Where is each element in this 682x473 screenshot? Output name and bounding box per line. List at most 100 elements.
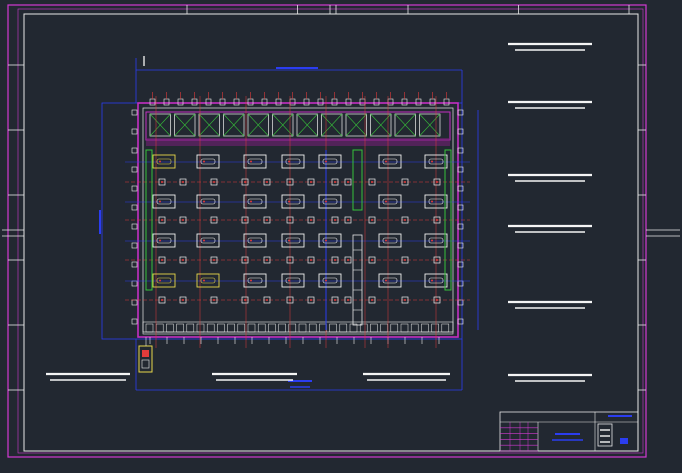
- top-wall-markers: [131, 92, 464, 325]
- roof-unit-cross: [394, 113, 416, 137]
- bottom-wall-cell: [298, 323, 307, 333]
- small-fixture-dot: [371, 219, 373, 221]
- fixture-outline: [243, 233, 267, 248]
- small-fixture: [344, 296, 352, 304]
- right-wall-marker: [457, 223, 464, 230]
- right-wall-marker: [457, 128, 464, 135]
- fixture-basin: [322, 277, 338, 284]
- fixture-unit: [318, 194, 342, 209]
- fixtures: [152, 154, 448, 288]
- secondary-frame-line: [17, 8, 644, 454]
- fixture-drain: [431, 200, 433, 203]
- bottom-wall-cell: [349, 323, 358, 333]
- fixture-unit: [152, 194, 176, 209]
- right-wall-marker: [457, 204, 464, 211]
- right-wall-marker: [457, 166, 464, 173]
- bottom-wall-cell: [441, 323, 450, 333]
- left-wall-marker: [131, 204, 138, 211]
- fixture-drain: [159, 200, 161, 203]
- small-fixture-dot: [182, 259, 184, 261]
- fixture-basin: [322, 158, 338, 165]
- small-fixture: [241, 216, 249, 224]
- small-fixture-dot: [436, 259, 438, 261]
- fixture-outline: [281, 273, 305, 288]
- fixture-unit: [243, 233, 267, 248]
- bottom-wall-cell: [370, 323, 378, 333]
- fixture-drain: [159, 239, 161, 242]
- fixture-basin: [156, 158, 172, 165]
- left-wall-marker: [131, 166, 138, 173]
- fixture-drain: [385, 279, 387, 282]
- bottom-wall-cell: [176, 323, 184, 333]
- small-fixture-dot: [334, 299, 336, 301]
- bottom-wall-cell: [359, 323, 368, 333]
- fixture-basin: [322, 198, 338, 205]
- small-fixture: [241, 296, 249, 304]
- bottom-wall-cell: [380, 323, 388, 333]
- small-fixture: [210, 216, 218, 224]
- small-fixture-dot: [404, 259, 406, 261]
- small-fixture: [158, 296, 166, 304]
- small-fixture: [401, 296, 409, 304]
- roof-unit-box: [419, 113, 441, 137]
- fixture-outline: [424, 273, 448, 288]
- fixture-outline: [281, 194, 305, 209]
- roof-band-hatch: [146, 138, 450, 146]
- fixture-basin: [247, 237, 263, 244]
- title-block-rows: [500, 422, 538, 452]
- fixture-basin: [156, 277, 172, 284]
- inner-sheet-border: [23, 13, 639, 452]
- small-fixture: [331, 178, 339, 186]
- small-fixture-dot: [371, 299, 373, 301]
- roof-unit: [198, 113, 220, 137]
- fixture-unit: [424, 154, 448, 169]
- fixture-basin: [156, 237, 172, 244]
- small-fixture-dot: [436, 181, 438, 183]
- bottom-wall-cell: [400, 323, 409, 333]
- roof-unit-cross: [370, 113, 392, 137]
- fixture-drain: [385, 200, 387, 203]
- fixture-outline: [378, 154, 402, 169]
- left-wall-marker: [131, 128, 138, 135]
- fixture-outline: [318, 233, 342, 248]
- small-fixture-dot: [244, 219, 246, 221]
- roof-unit-cross: [149, 113, 171, 137]
- bottom-wall-cell: [227, 323, 235, 333]
- small-fixture: [307, 178, 315, 186]
- fixture-basin: [247, 158, 263, 165]
- fixture-drain: [385, 160, 387, 163]
- left-wall-marker: [131, 261, 138, 268]
- small-fixture-dot: [289, 219, 291, 221]
- small-fixture: [263, 216, 271, 224]
- floor-plan: [99, 56, 479, 391]
- bottom-wall-cell: [339, 323, 348, 333]
- fixture-outline: [378, 194, 402, 209]
- fixture-unit: [196, 273, 220, 288]
- bottom-wall-cell: [206, 323, 215, 333]
- small-fixture: [286, 256, 294, 264]
- fixture-drain: [159, 279, 161, 282]
- fixture-drain: [288, 279, 290, 282]
- fixture-outline: [152, 233, 176, 248]
- small-fixture-dot: [182, 299, 184, 301]
- small-fixtures: [158, 178, 441, 304]
- small-fixture: [158, 216, 166, 224]
- roof-unit-box: [321, 113, 343, 137]
- small-fixture: [331, 256, 339, 264]
- fixture-basin: [322, 237, 338, 244]
- right-wall-marker: [457, 242, 464, 249]
- roof-unit-box: [370, 113, 392, 137]
- small-fixture: [263, 296, 271, 304]
- small-fixture: [158, 256, 166, 264]
- right-wall-marker: [457, 147, 464, 154]
- small-fixture: [263, 256, 271, 264]
- small-fixture-dot: [310, 299, 312, 301]
- small-fixture-dot: [161, 219, 163, 221]
- roof-unit: [174, 113, 196, 137]
- roof-unit: [394, 113, 416, 137]
- roof-unit: [296, 113, 318, 137]
- fixture-basin: [382, 237, 398, 244]
- small-fixture-dot: [436, 219, 438, 221]
- fixture-drain: [250, 200, 252, 203]
